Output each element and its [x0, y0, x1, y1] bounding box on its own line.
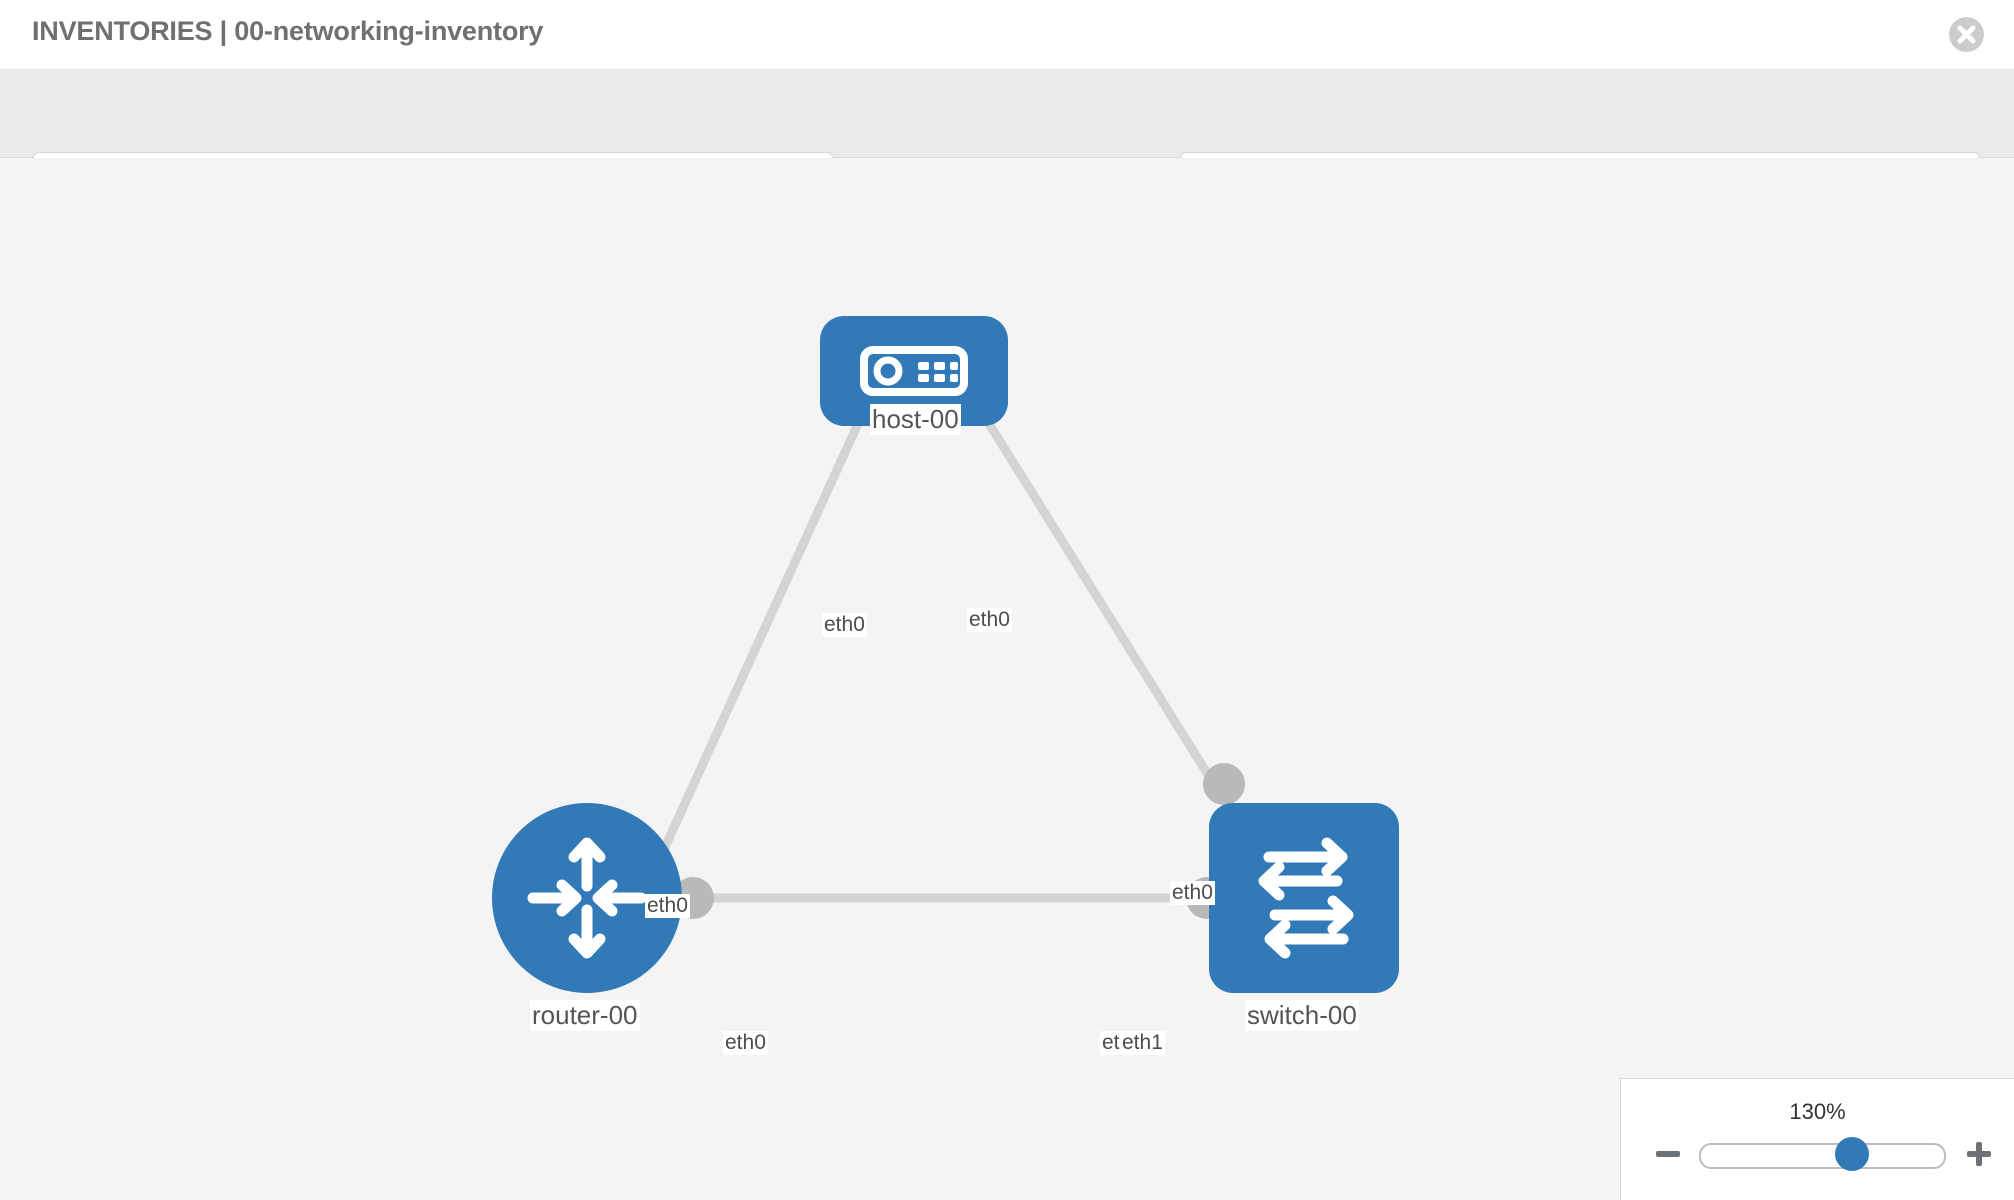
close-icon[interactable]: [1949, 17, 1984, 52]
node-router-00-label: router-00: [530, 1000, 640, 1031]
iface-label-router-right: eth0: [723, 1031, 768, 1055]
link-host-router[interactable]: [655, 356, 893, 860]
server-appliance-icon: [860, 346, 968, 396]
switch-arrows-icon: [1258, 837, 1354, 959]
zoom-slider-row: [1621, 1135, 2014, 1175]
toolbar: ACTIONS SEARCH: [0, 70, 2014, 202]
page-title: INVENTORIES | 00-networking-inventory: [32, 16, 544, 46]
port-dot-switch-top[interactable]: [1203, 763, 1245, 805]
node-switch-00-shape: [1209, 803, 1399, 993]
zoom-control-panel: 130%: [1620, 1078, 2014, 1200]
node-switch-00[interactable]: switch-00: [1209, 803, 1399, 1031]
iface-label-router-up: eth0: [645, 894, 690, 918]
iface-label-host-right: eth0: [967, 608, 1012, 632]
close-x-glyph: [1957, 25, 1976, 44]
topology-canvas[interactable]: host-00 router-00: [0, 158, 2014, 1200]
plus-icon[interactable]: [1964, 1139, 1994, 1169]
link-host-switch[interactable]: [944, 355, 1239, 821]
minus-glyph: [1656, 1151, 1680, 1157]
node-host-00[interactable]: host-00: [820, 316, 1008, 435]
zoom-slider-track[interactable]: [1699, 1137, 1946, 1171]
node-switch-00-label: switch-00: [1245, 1000, 1359, 1031]
node-host-00-label: host-00: [870, 404, 961, 435]
topology-links: [655, 355, 1239, 903]
iface-label-switch-left-b: eth1: [1120, 1031, 1165, 1055]
router-arrows-icon: [527, 837, 647, 959]
minus-icon[interactable]: [1653, 1139, 1683, 1169]
iface-label-switch-up: eth0: [1170, 881, 1215, 905]
iface-label-host-left: eth0: [822, 613, 867, 637]
page-header: INVENTORIES | 00-networking-inventory: [0, 0, 2014, 70]
zoom-slider-thumb[interactable]: [1834, 1137, 1869, 1171]
zoom-level-value: 130%: [1789, 1099, 1846, 1124]
plus-glyph: [1967, 1142, 1991, 1166]
